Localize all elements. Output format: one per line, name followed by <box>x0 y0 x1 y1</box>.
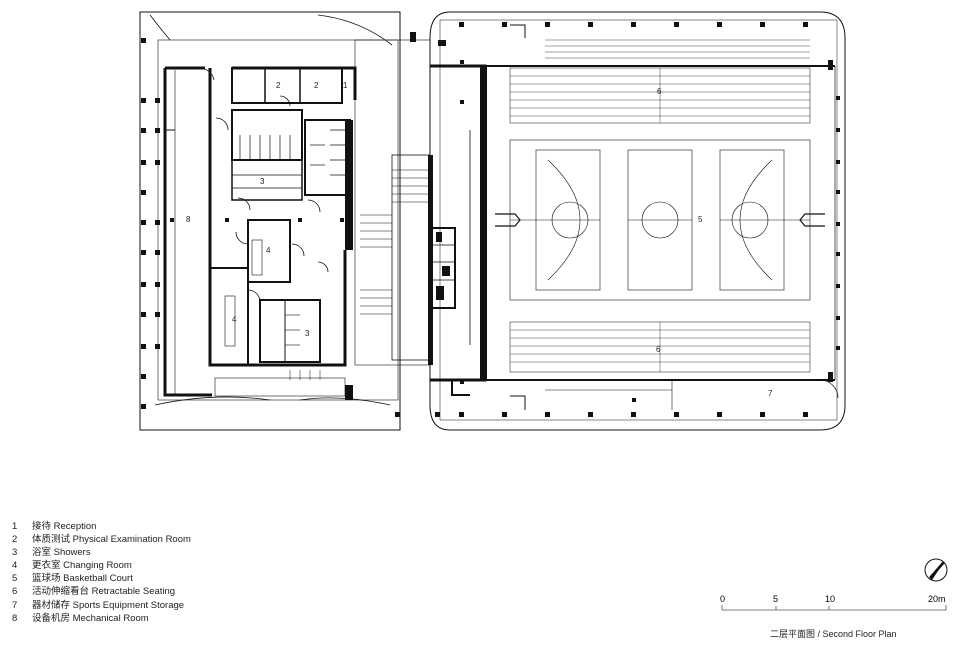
legend-label: 活动伸缩看台 Retractable Seating <box>32 586 176 598</box>
room-label-exam-b: 2 <box>314 81 319 90</box>
svg-text:0: 0 <box>720 594 725 604</box>
legend: 1 接待 Reception 2 体质测试 Physical Examination … <box>12 520 191 625</box>
room-label-exam-a: 2 <box>276 81 281 90</box>
structural-columns <box>141 22 840 417</box>
legend-number: 1 <box>12 521 18 532</box>
svg-text:10: 10 <box>825 594 835 604</box>
room-label-reception: 1 <box>343 81 348 90</box>
legend-label: 浴室 Showers <box>32 547 91 559</box>
left-block-outline <box>139 11 401 431</box>
central-stair <box>354 39 431 366</box>
scale-bar: 0 5 10 20m <box>720 594 947 611</box>
legend-label: 器材储存 Sports Equipment Storage <box>32 599 185 611</box>
legend-item: 7 器材储存 Sports Equipment Storage <box>12 599 191 612</box>
svg-text:5: 5 <box>773 594 778 604</box>
exam-room <box>231 67 343 104</box>
legend-number: 4 <box>12 560 18 572</box>
legend-item: 3 浴室 Showers <box>12 546 191 559</box>
basketball-courts <box>509 139 811 301</box>
room-label-seating-south: 6 <box>656 345 661 354</box>
mechanical-room-wall <box>163 66 212 397</box>
room-label-mechanical: 8 <box>186 215 191 224</box>
legend-item: 4 更衣室 Changing Room <box>12 559 191 572</box>
legend-number: 3 <box>12 547 18 559</box>
legend-number: 5 <box>12 573 18 585</box>
room-label-changing-b: 4 <box>232 315 237 324</box>
svg-text:20m: 20m <box>928 594 946 604</box>
legend-item: 6 活动伸缩看台 Retractable Seating <box>12 585 191 598</box>
room-label-seating-north: 6 <box>657 87 662 96</box>
legend-number: 2 <box>12 534 18 546</box>
legend-number: 8 <box>12 612 18 624</box>
legend-number: 7 <box>12 599 18 611</box>
legend-label: 篮球场 Basketball Court <box>32 573 133 585</box>
legend-item: 8 设备机房 Mechanical Room <box>12 612 191 625</box>
room-label-basketball: 5 <box>698 215 703 224</box>
legend-label: 设备机房 Mechanical Room <box>32 612 149 624</box>
room-label-showers-b: 3 <box>305 329 310 338</box>
legend-item: 2 体质测试 Physical Examination Room <box>12 533 191 546</box>
north-arrow-icon <box>924 558 948 582</box>
legend-label: 接待 Reception <box>32 521 97 532</box>
drawing-caption: 二层平面图 / Second Floor Plan <box>770 629 897 639</box>
legend-item: 5 篮球场 Basketball Court <box>12 572 191 585</box>
room-label-changing-a: 4 <box>266 246 271 255</box>
room-label-showers-a: 3 <box>260 177 265 186</box>
legend-number: 6 <box>12 586 18 598</box>
legend-label: 体质测试 Physical Examination Room <box>32 534 191 546</box>
gym-outline <box>429 11 846 431</box>
legend-label: 更衣室 Changing Room <box>32 560 132 572</box>
legend-item: 1 接待 Reception <box>12 520 191 533</box>
room-label-storage: 7 <box>768 389 773 398</box>
